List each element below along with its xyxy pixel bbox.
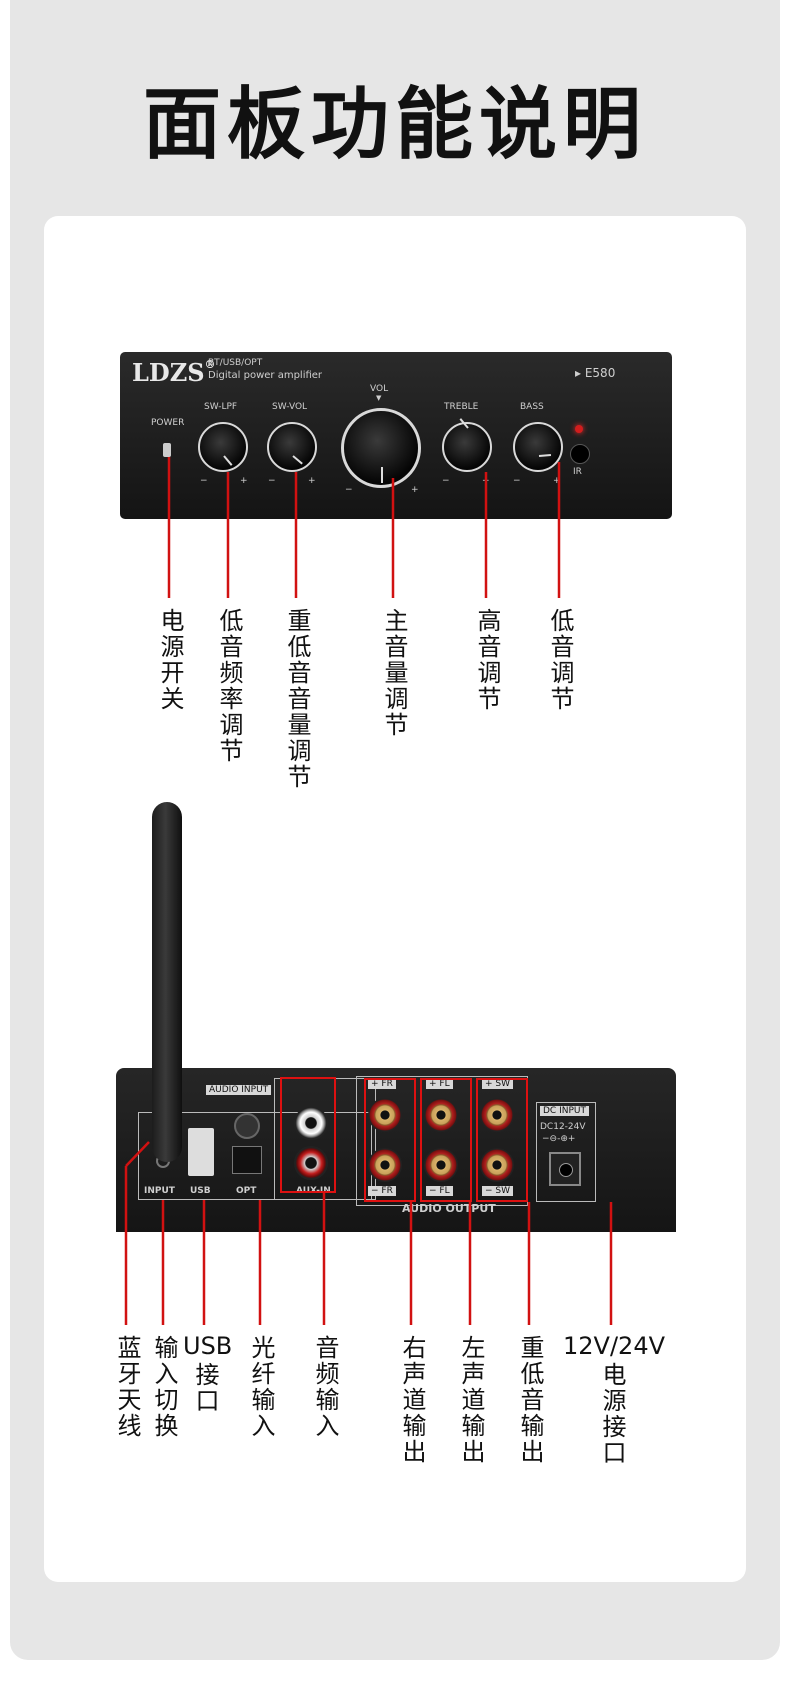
- dc-callout-label-top: 12V/24V: [563, 1332, 665, 1360]
- aux-callout-label: 音频输入: [311, 1335, 339, 1439]
- fr-callout-label: 右声道输出: [398, 1335, 426, 1465]
- vol-label: VOL: [370, 384, 389, 394]
- usb-port[interactable]: [188, 1128, 214, 1176]
- power-label: POWER: [151, 418, 185, 428]
- swvol-minus: −: [268, 476, 276, 486]
- treble-knob[interactable]: [442, 418, 492, 472]
- usb-callout-label-bottom: 接口: [191, 1362, 219, 1414]
- power-switch[interactable]: [163, 443, 171, 457]
- swlpf-label: SW-LPF: [204, 402, 238, 412]
- bass-knob[interactable]: [513, 422, 563, 472]
- swvol-plus: +: [308, 476, 316, 486]
- dc-polarity-icon: −⊖-⊕+: [542, 1134, 576, 1144]
- aux-highlight-box: [280, 1077, 336, 1193]
- aux-rca-white[interactable]: [294, 1106, 328, 1140]
- bluetooth-antenna[interactable]: [152, 802, 182, 1162]
- brand-logo: LDZS®: [132, 358, 216, 387]
- fl-highlight-box: [420, 1078, 472, 1202]
- treble-minus: −: [442, 476, 450, 486]
- input-callout-label: 输入切换: [150, 1335, 178, 1439]
- swvol-knob[interactable]: [267, 422, 317, 472]
- input-label: INPUT: [144, 1186, 175, 1196]
- fl-minus-label: − FL: [426, 1186, 453, 1196]
- sw-plus-label: + SW: [482, 1079, 514, 1089]
- dc-callout-label-bottom: 电源接口: [598, 1362, 626, 1466]
- opt-callout-label: 光纤输入: [247, 1335, 275, 1439]
- swlpf-callout-label: 低音频率调节: [215, 608, 243, 764]
- sw-highlight-box: [476, 1078, 528, 1202]
- page-title: 面板功能说明: [142, 80, 647, 170]
- subtitle-line2: Digital power amplifier: [208, 370, 323, 381]
- antenna-callout-bend: [125, 1141, 150, 1167]
- audio-output-label: AUDIO OUTPUT: [402, 1202, 496, 1215]
- aux-3.5mm-jack[interactable]: [234, 1113, 260, 1139]
- fl-plus-label: + FL: [426, 1079, 453, 1089]
- usb-callout-label-top: USB: [183, 1332, 233, 1360]
- fr-minus-label: − FR: [368, 1186, 396, 1196]
- bass-callout-label: 低音调节: [546, 608, 574, 712]
- sw-minus-label: − SW: [482, 1186, 514, 1196]
- fl-minus-terminal[interactable]: [424, 1148, 458, 1182]
- status-led: [575, 425, 583, 433]
- treble-callout-label: 高音调节: [473, 608, 501, 712]
- sw-callout-label: 重低音输出: [516, 1335, 544, 1465]
- bass-label: BASS: [520, 402, 544, 412]
- audio-input-label: AUDIO INPUT: [206, 1085, 272, 1095]
- dc-section-frame: [536, 1102, 596, 1202]
- vol-plus: +: [411, 485, 419, 495]
- power-callout-label: 电源开关: [156, 608, 184, 712]
- ir-sensor: [570, 444, 590, 464]
- swvol-label: SW-VOL: [272, 402, 308, 412]
- vol-callout-label: 主音量调节: [380, 608, 408, 738]
- fr-plus-label: + FR: [368, 1079, 396, 1089]
- rear-panel-image: AUDIO INPUT INPUT USB OPT AUX-IN + FR + …: [116, 1068, 676, 1232]
- optical-port[interactable]: [232, 1146, 262, 1174]
- swlpf-knob[interactable]: [198, 422, 248, 472]
- model-label: ▸ E580: [575, 366, 616, 380]
- front-panel-image: LDZS® BT/USB/OPT Digital power amplifier…: [120, 352, 672, 519]
- usb-label: USB: [190, 1186, 211, 1196]
- dc-input-label: DC INPUT: [540, 1106, 589, 1116]
- vol-arrow-icon: ▼: [376, 394, 382, 402]
- aux-rca-red[interactable]: [294, 1146, 328, 1180]
- volume-knob[interactable]: [341, 408, 421, 488]
- fl-callout-label: 左声道输出: [457, 1335, 485, 1465]
- sw-minus-terminal[interactable]: [480, 1148, 514, 1182]
- dc-spec-label: DC12-24V: [540, 1122, 586, 1132]
- bass-minus: −: [513, 476, 521, 486]
- sw-plus-terminal[interactable]: [480, 1098, 514, 1132]
- fl-plus-terminal[interactable]: [424, 1098, 458, 1132]
- swvol-callout-label: 重低音音量调节: [283, 608, 311, 790]
- swlpf-minus: −: [200, 476, 208, 486]
- bass-plus: +: [553, 476, 561, 486]
- vol-minus: −: [345, 485, 353, 495]
- opt-label: OPT: [236, 1186, 257, 1196]
- subtitle-line1: BT/USB/OPT: [208, 358, 263, 368]
- fr-plus-terminal[interactable]: [368, 1098, 402, 1132]
- ir-label: IR: [573, 467, 582, 477]
- dc-power-jack[interactable]: [549, 1152, 581, 1186]
- treble-label: TREBLE: [444, 402, 479, 412]
- fr-highlight-box: [364, 1078, 416, 1202]
- fr-minus-terminal[interactable]: [368, 1148, 402, 1182]
- antenna-callout-label: 蓝牙天线: [113, 1335, 141, 1439]
- swlpf-plus: +: [240, 476, 248, 486]
